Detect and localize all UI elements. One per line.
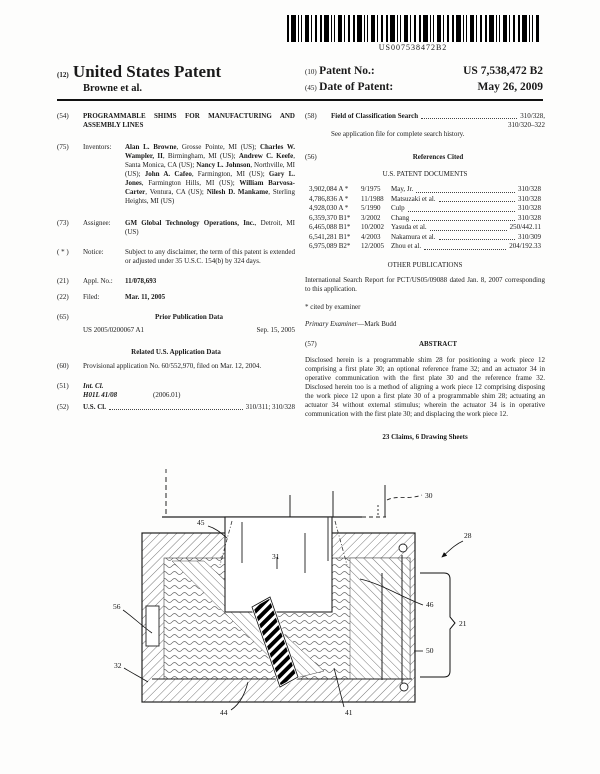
ref-numeral-slot: 56	[113, 602, 121, 611]
inventors-label: Inventors:	[83, 143, 112, 151]
filed-date: Mar. 11, 2005	[125, 293, 166, 301]
notice-label: Notice:	[83, 248, 104, 256]
related-tag: (60)	[57, 362, 69, 370]
intcl-tag: (51)	[57, 382, 69, 390]
patent-no-value: US 7,538,472 B2	[463, 65, 543, 77]
doc-kind-code: (12)	[57, 71, 69, 79]
ref-numeral-bracket: 21	[459, 619, 467, 628]
ref-numeral-45: 45	[197, 518, 205, 527]
ref-numeral-44: 44	[220, 708, 228, 717]
abstract-heading: ABSTRACT	[418, 339, 458, 348]
assignee-label: Assignee:	[83, 219, 111, 227]
ref-numeral-41: 41	[345, 708, 353, 717]
related-heading: Related U.S. Application Data	[131, 348, 221, 356]
notice-tag: ( * )	[57, 248, 69, 256]
first-inventor: Browne et al.	[83, 83, 143, 94]
work-piece: 31	[219, 516, 348, 613]
int-cl: Int. Cl. H01L 41/08(2006.01)	[83, 382, 181, 399]
header-divider	[57, 99, 543, 101]
cited-by-examiner-note: * cited by examiner	[305, 302, 361, 311]
related-text: Provisional application No. 60/552,970, …	[83, 362, 262, 370]
filed-label: Filed:	[83, 293, 100, 301]
abstract-text: Disclosed herein is a programmable shim …	[305, 355, 545, 418]
ref-numeral-50: 50	[426, 646, 434, 655]
left-column: (54) PROGRAMMABLE SHIMS FOR MANUFACTURIN…	[57, 112, 295, 423]
title-tag: (54)	[57, 112, 69, 120]
primary-examiner: Primary Examiner—Mark Budd	[305, 319, 397, 328]
inventors-list: Alan L. Browne, Grosse Pointe, MI (US); …	[125, 143, 296, 205]
appl-number: 11/078,693	[125, 277, 157, 285]
appl-tag: (21)	[57, 277, 69, 285]
document-title: (12) United States Patent	[57, 62, 222, 81]
ref-numeral-plate: 30	[425, 491, 433, 500]
other-publications-text: International Search Report for PCT/US05…	[305, 275, 545, 293]
notice-text: Subject to any disclaimer, the term of t…	[125, 248, 295, 265]
filed-tag: (22)	[57, 293, 69, 301]
ref-numeral-46: 46	[426, 600, 434, 609]
reference-numerals: 30 45 28 56 32 44 41 46 50 21	[113, 491, 472, 717]
prior-pub-tag: (65)	[57, 313, 69, 321]
us-patent-docs-heading: U.S. PATENT DOCUMENTS	[382, 170, 468, 178]
ref-numeral-shim: 28	[464, 531, 472, 540]
claims-note: 23 Claims, 6 Drawing Sheets	[382, 432, 468, 441]
ref-numeral-frame: 32	[114, 661, 122, 670]
appl-label: Appl. No.:	[83, 277, 113, 285]
inventors-tag: (75)	[57, 143, 69, 151]
abstract-tag: (57)	[305, 339, 317, 348]
uscl-tag: (52)	[57, 403, 69, 411]
refs-tag: (56)	[305, 153, 317, 161]
invention-title: PROGRAMMABLE SHIMS FOR MANUFACTURING AND…	[83, 112, 295, 129]
patent-date-label: (45) Date of Patent:	[305, 81, 394, 93]
barcode	[287, 15, 539, 42]
patent-date-value: May 26, 2009	[477, 81, 543, 93]
header-right: (10) Patent No.: US 7,538,472 B2 (45) Da…	[305, 64, 543, 96]
patent-drawing: 31 30 45 28 56 32 44	[113, 469, 472, 717]
field-tag: (58)	[305, 112, 317, 120]
barcode-text: US007538472B2	[378, 43, 448, 52]
assignee: GM Global Technology Operations, Inc., D…	[125, 219, 295, 236]
frame-details	[145, 543, 409, 692]
first-plate	[162, 469, 386, 518]
patent-no-label: (10) Patent No.:	[305, 65, 375, 77]
other-publications-heading: OTHER PUBLICATIONS	[387, 260, 463, 269]
ref-numeral-workpiece: 31	[272, 552, 280, 561]
assignee-tag: (73)	[57, 219, 69, 227]
prior-pub-heading: Prior Publication Data	[155, 313, 223, 321]
header-left: (12) United States Patent Browne et al.	[57, 62, 297, 94]
us-cl: U.S. Cl.310/311; 310/328	[83, 403, 295, 411]
references-heading: References Cited	[412, 153, 464, 161]
